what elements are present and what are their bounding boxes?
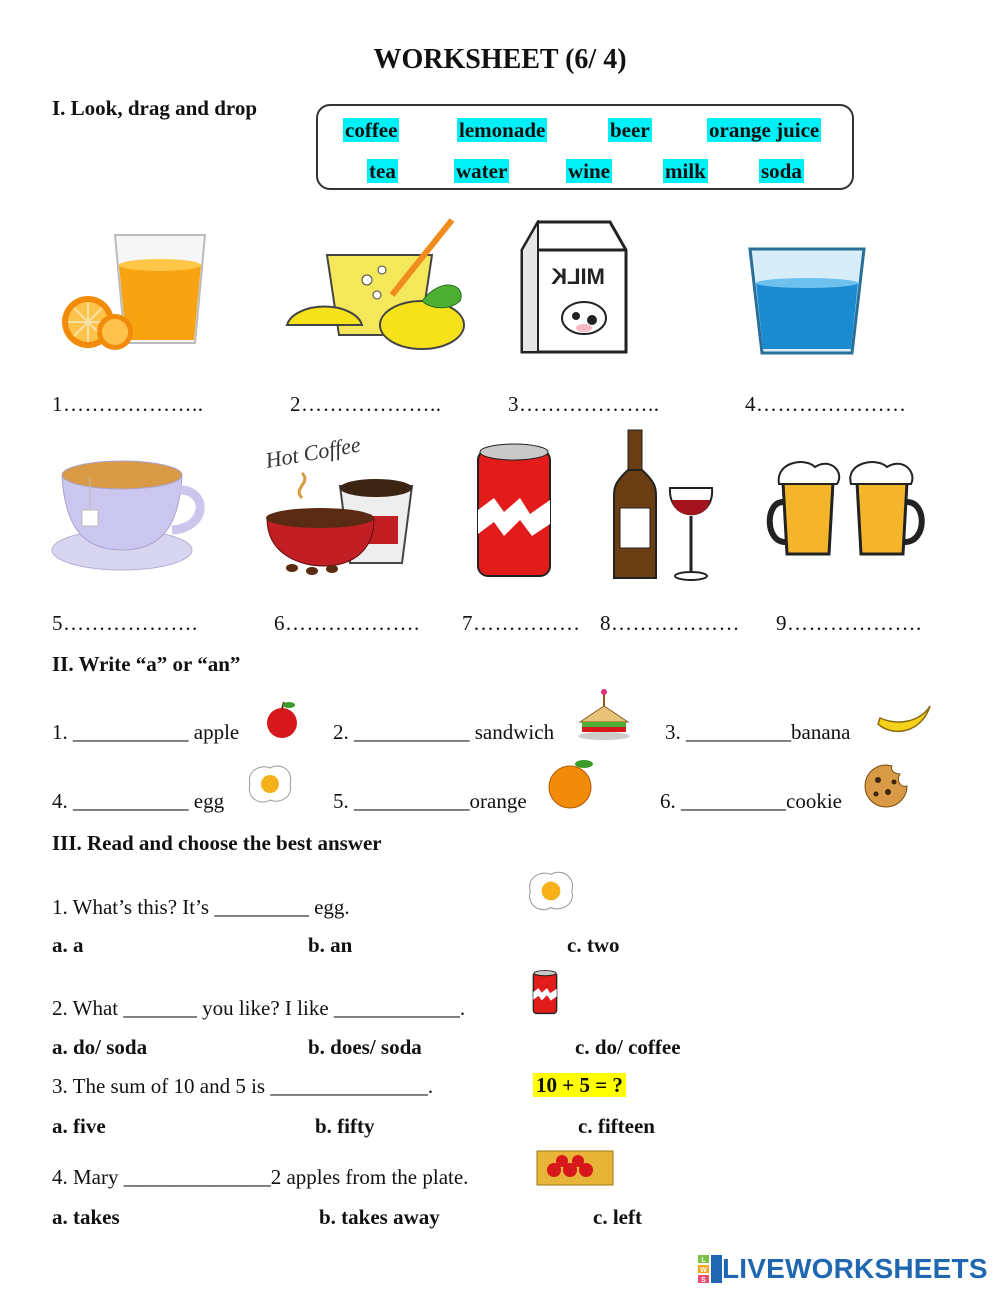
logo-mark-letter: L (701, 1257, 706, 1264)
answer-blank-3[interactable]: __________ (686, 720, 791, 744)
item-word: apple (188, 720, 240, 744)
answer-blank-5[interactable]: ___________ (354, 789, 470, 813)
q1-option-c[interactable]: c. two (567, 933, 620, 957)
item-number: 3. (665, 720, 681, 744)
math-hint: 10 + 5 = ? (533, 1073, 626, 1097)
liveworksheets-logo: L W S LIVEWORKSHEETS (698, 1253, 988, 1284)
q2-option-b[interactable]: b. does/ soda (308, 1035, 422, 1059)
word-wine[interactable]: wine (566, 159, 612, 183)
apple-plate-icon (536, 1150, 614, 1186)
item-word: banana (791, 720, 851, 744)
word-tea[interactable]: tea (367, 159, 398, 183)
hot-coffee-label: Hot Coffee (263, 438, 363, 473)
drop-blank-9[interactable]: 9………………. (776, 611, 922, 635)
soda-can-icon (477, 443, 551, 577)
drop-blank-2[interactable]: 2……………….. (290, 392, 442, 416)
soda-can-icon (532, 970, 558, 1015)
drop-blank-6[interactable]: 6………………. (274, 611, 420, 635)
a-an-item-5: 5. ___________orange (333, 789, 527, 814)
drop-blank-5[interactable]: 5………………. (52, 611, 198, 635)
tea-cup-icon (51, 460, 205, 571)
logo-mark-letter: W (700, 1267, 707, 1274)
section-2-heading: II. Write “a” or “an” (52, 652, 241, 676)
word-soda[interactable]: soda (759, 159, 804, 183)
answer-blank-6[interactable]: __________ (681, 789, 786, 813)
a-an-item-3: 3. __________banana (665, 720, 850, 745)
q4-option-b[interactable]: b. takes away (319, 1205, 440, 1229)
question-2: 2. What _______ you like? I like _______… (52, 996, 466, 1020)
answer-blank-2[interactable]: ___________ (354, 720, 470, 744)
drop-blank-4[interactable]: 4………………… (745, 392, 907, 416)
egg-icon (248, 765, 292, 803)
drop-blank-3[interactable]: 3……………….. (508, 392, 660, 416)
a-an-item-2: 2. ___________ sandwich (333, 720, 554, 745)
question-4: 4. Mary ______________2 apples from the … (52, 1165, 469, 1189)
milk-carton-label: MILK (551, 264, 605, 289)
q3-option-c[interactable]: c. fifteen (578, 1114, 655, 1138)
wine-bottle-glass-icon (613, 429, 714, 581)
water-glass-icon (748, 247, 866, 355)
beer-mugs-icon (766, 461, 925, 556)
logo-mark-letter: S (701, 1277, 706, 1283)
a-an-item-4: 4. ___________ egg (52, 789, 224, 814)
drop-blank-1[interactable]: 1……………….. (52, 392, 204, 416)
section-1-heading: I. Look, drag and drop (52, 96, 258, 120)
drop-blank-7[interactable]: 7…………… (462, 611, 581, 635)
q3-option-a[interactable]: a. five (52, 1114, 106, 1138)
item-number: 4. (52, 789, 68, 813)
word-water[interactable]: water (454, 159, 510, 183)
word-coffee[interactable]: coffee (343, 118, 400, 142)
q1-option-b[interactable]: b. an (308, 933, 353, 957)
item-number: 2. (333, 720, 349, 744)
item-word: egg (188, 789, 225, 813)
logo-text: LIVEWORKSHEETS (722, 1253, 988, 1284)
item-word: cookie (786, 789, 842, 813)
item-number: 5. (333, 789, 349, 813)
q3-option-b[interactable]: b. fifty (315, 1114, 375, 1138)
lemonade-icon (285, 218, 465, 350)
orange-juice-icon (62, 234, 207, 350)
word-orange-juice[interactable]: orange juice (707, 118, 822, 142)
question-1: 1. What’s this? It’s _________ egg. (52, 895, 350, 919)
banana-icon (877, 705, 931, 733)
cookie-icon (864, 764, 908, 808)
word-bank: coffee lemonade beer orange juice tea wa… (316, 104, 854, 190)
question-3: 3. The sum of 10 and 5 is ______________… (52, 1074, 434, 1098)
hot-coffee-icon: Hot Coffee (263, 438, 414, 575)
egg-icon (528, 871, 574, 911)
q2-option-c[interactable]: c. do/ coffee (575, 1035, 681, 1059)
q4-option-c[interactable]: c. left (593, 1205, 642, 1229)
item-word: orange (469, 789, 527, 813)
worksheet-title: WORKSHEET (6/ 4) (373, 44, 627, 75)
orange-icon (548, 760, 593, 809)
milk-carton-icon: MILK (520, 220, 628, 354)
answer-blank-1[interactable]: ___________ (73, 720, 189, 744)
word-beer[interactable]: beer (608, 118, 652, 142)
q1-option-a[interactable]: a. a (52, 933, 84, 957)
apple-icon (267, 701, 297, 738)
word-lemonade[interactable]: lemonade (457, 118, 548, 142)
section-3-heading: III. Read and choose the best answer (52, 831, 382, 855)
q4-option-a[interactable]: a. takes (52, 1205, 120, 1229)
liveworksheets-mark-icon: L W S (698, 1255, 722, 1283)
word-milk[interactable]: milk (663, 159, 708, 183)
item-number: 1. (52, 720, 68, 744)
q2-option-a[interactable]: a. do/ soda (52, 1035, 148, 1059)
answer-blank-4[interactable]: ___________ (73, 789, 189, 813)
a-an-item-6: 6. __________cookie (660, 789, 842, 814)
drop-blank-8[interactable]: 8……………… (600, 611, 740, 635)
item-word: sandwich (469, 720, 555, 744)
item-number: 6. (660, 789, 676, 813)
sandwich-icon (578, 689, 630, 740)
a-an-item-1: 1. ___________ apple (52, 720, 239, 745)
